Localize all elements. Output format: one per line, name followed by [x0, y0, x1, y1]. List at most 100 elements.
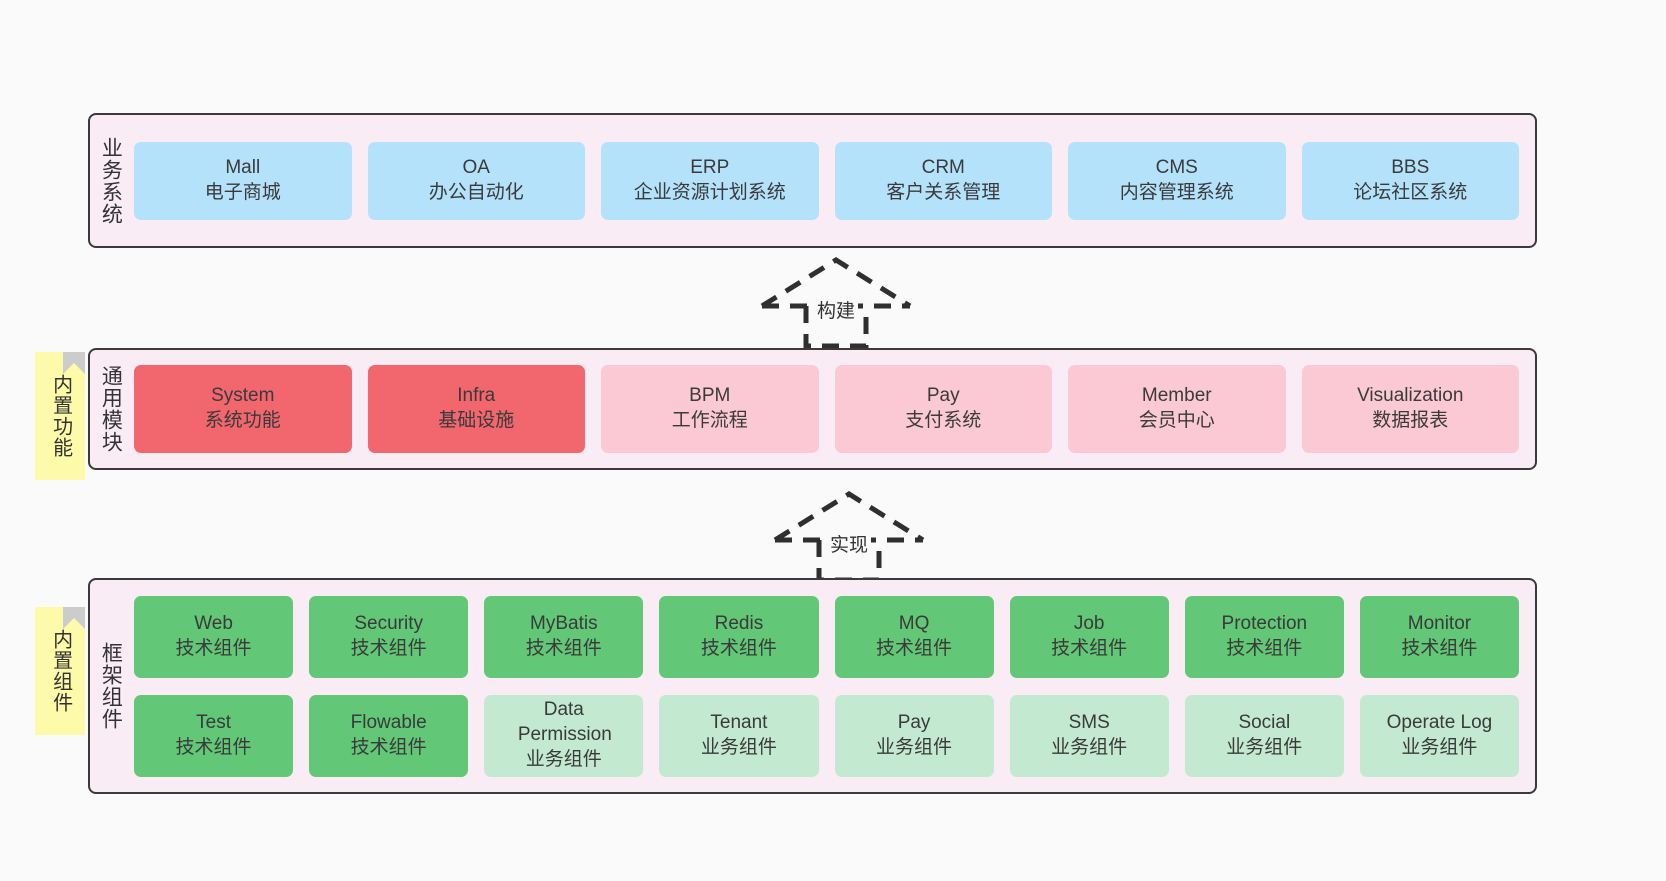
card-subtitle: 电子商城	[204, 181, 281, 203]
card-title: Operate Log	[1386, 711, 1493, 733]
card-subtitle: 系统功能	[204, 410, 281, 431]
card-bpm[interactable]: BPM 工作流程	[601, 365, 819, 453]
card-subtitle: 业务组件	[1401, 736, 1478, 758]
card-subtitle: 业务组件	[876, 736, 953, 758]
card-mq[interactable]: MQ 技术组件	[834, 595, 994, 678]
card-title: BPM	[689, 385, 731, 407]
card-visualization[interactable]: Visualization 数据报表	[1301, 365, 1519, 453]
card-member[interactable]: Member 会员中心	[1068, 365, 1286, 453]
connector-label-build: 构建	[813, 296, 859, 323]
card-tenant[interactable]: Tenant 业务组件	[659, 694, 819, 777]
connector-implement: 实现	[773, 491, 925, 583]
sticky-note-builtin-features: 内置功能	[35, 352, 85, 480]
card-pay-component[interactable]: Pay 业务组件	[834, 694, 994, 777]
layer-title-common-module: 通用模块	[99, 365, 123, 453]
card-subtitle: 办公自动化	[428, 181, 524, 203]
layer-title-framework-component: 框架组件	[99, 642, 123, 730]
card-title: SMS	[1068, 711, 1110, 733]
card-redis[interactable]: Redis 技术组件	[659, 595, 819, 678]
card-title: Tenant	[710, 711, 768, 733]
card-subtitle: 业务组件	[525, 748, 602, 770]
card-subtitle: 支付系统	[905, 410, 982, 431]
card-subtitle: 工作流程	[671, 410, 748, 431]
layer-body-common-module: System 系统功能 Infra 基础设施 BPM 工作流程 Pay 支付系统…	[130, 350, 1535, 468]
card-security[interactable]: Security 技术组件	[309, 595, 469, 678]
card-protection[interactable]: Protection 技术组件	[1184, 595, 1344, 678]
layer-title-business-system: 业务系统	[99, 136, 123, 225]
card-subtitle: 基础设施	[438, 410, 515, 431]
card-subtitle: 企业资源计划系统	[633, 181, 786, 203]
card-subtitle: 会员中心	[1138, 410, 1215, 431]
card-title: CMS	[1155, 156, 1198, 178]
layer-business-system: 业务系统 Mall 电子商城 OA 办公自动化 ERP 企业资源计划系统 CRM…	[88, 113, 1537, 248]
card-title: Web	[194, 612, 233, 634]
card-pay-module[interactable]: Pay 支付系统	[834, 365, 1052, 453]
card-subtitle: 技术组件	[350, 736, 427, 758]
card-title: Protection	[1221, 612, 1308, 634]
card-cms[interactable]: CMS 内容管理系统	[1068, 141, 1286, 220]
card-title: OA	[462, 156, 490, 178]
card-job[interactable]: Job 技术组件	[1009, 595, 1169, 678]
card-title: Social	[1238, 711, 1291, 733]
card-title: Job	[1073, 612, 1105, 634]
card-erp[interactable]: ERP 企业资源计划系统	[601, 141, 819, 220]
card-title: System	[211, 385, 275, 407]
card-title: MQ	[898, 612, 930, 634]
layer-framework-component: 框架组件 Web 技术组件 Security 技术组件 MyBatis 技术组件…	[88, 578, 1537, 794]
card-row: Mall 电子商城 OA 办公自动化 ERP 企业资源计划系统 CRM 客户关系…	[134, 141, 1519, 220]
card-title: Member	[1141, 385, 1212, 407]
card-data-permission[interactable]: Data Permission 业务组件	[484, 694, 644, 777]
sticky-note-label: 内置功能	[49, 374, 72, 458]
layer-common-module: 通用模块 System 系统功能 Infra 基础设施 BPM 工作流程 Pay…	[88, 348, 1537, 470]
note-fold-corner-icon	[63, 352, 85, 374]
connector-label-implement: 实现	[826, 530, 872, 557]
card-row: Test 技术组件 Flowable 技术组件 Data Permission …	[134, 694, 1519, 777]
card-subtitle: 技术组件	[1051, 637, 1128, 659]
sticky-note-label: 内置组件	[49, 629, 72, 713]
card-title: Flowable	[350, 711, 427, 733]
card-title: Redis	[714, 612, 764, 634]
card-subtitle: 技术组件	[175, 736, 252, 758]
card-sms[interactable]: SMS 业务组件	[1009, 694, 1169, 777]
card-subtitle: 技术组件	[175, 637, 252, 659]
card-title: Test	[196, 711, 231, 733]
card-system[interactable]: System 系统功能	[134, 365, 352, 453]
card-subtitle: 业务组件	[700, 736, 777, 758]
card-title: ERP	[690, 156, 730, 178]
card-title: Security	[354, 612, 423, 634]
card-subtitle: 业务组件	[1226, 736, 1303, 758]
card-title: CRM	[921, 156, 965, 178]
card-web[interactable]: Web 技术组件	[134, 595, 294, 678]
card-title: Visualization	[1357, 385, 1464, 407]
card-social[interactable]: Social 业务组件	[1184, 694, 1344, 777]
card-mybatis[interactable]: MyBatis 技术组件	[484, 595, 644, 678]
card-bbs[interactable]: BBS 论坛社区系统	[1301, 141, 1519, 220]
card-subtitle: 论坛社区系统	[1353, 181, 1468, 203]
card-crm[interactable]: CRM 客户关系管理	[834, 141, 1052, 220]
card-infra[interactable]: Infra 基础设施	[367, 365, 585, 453]
card-subtitle: 技术组件	[525, 637, 602, 659]
generalization-arrow-icon	[760, 257, 912, 349]
card-operate-log[interactable]: Operate Log 业务组件	[1359, 694, 1519, 777]
card-title: Monitor	[1407, 612, 1472, 634]
card-title: BBS	[1391, 156, 1430, 178]
card-title: Infra	[457, 385, 496, 407]
card-test[interactable]: Test 技术组件	[134, 694, 294, 777]
card-title: Mall	[225, 156, 261, 178]
card-title: MyBatis	[530, 612, 598, 634]
card-flowable[interactable]: Flowable 技术组件	[309, 694, 469, 777]
layer-body-business-system: Mall 电子商城 OA 办公自动化 ERP 企业资源计划系统 CRM 客户关系…	[130, 115, 1535, 246]
card-subtitle: 业务组件	[1051, 736, 1128, 758]
card-row: Web 技术组件 Security 技术组件 MyBatis 技术组件 Redi…	[134, 595, 1519, 678]
card-oa[interactable]: OA 办公自动化	[367, 141, 585, 220]
card-mall[interactable]: Mall 电子商城	[134, 141, 352, 220]
card-subtitle: 技术组件	[1226, 637, 1303, 659]
card-subtitle: 技术组件	[350, 637, 427, 659]
card-subtitle: 数据报表	[1372, 410, 1449, 431]
connector-build: 构建	[760, 257, 912, 349]
card-title: Pay	[926, 385, 960, 407]
card-subtitle: 技术组件	[700, 637, 777, 659]
card-row: System 系统功能 Infra 基础设施 BPM 工作流程 Pay 支付系统…	[134, 365, 1519, 453]
card-title: Pay	[897, 711, 931, 733]
card-monitor[interactable]: Monitor 技术组件	[1359, 595, 1519, 678]
